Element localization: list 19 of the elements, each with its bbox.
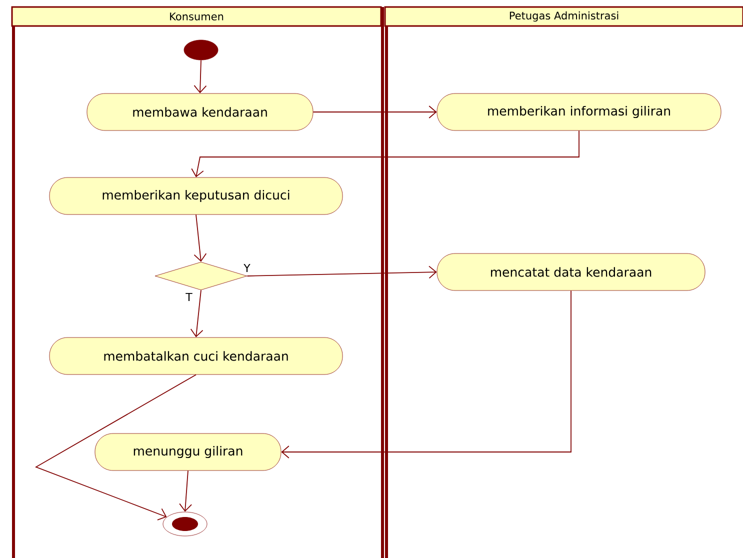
activity-box: menunggu giliran bbox=[94, 433, 282, 471]
end-node bbox=[162, 512, 208, 536]
activity-box: mencatat data kendaraan bbox=[436, 253, 706, 291]
activity-box: membatalkan cuci kendaraan bbox=[49, 337, 343, 375]
arrow bbox=[179, 470, 192, 512]
arrow bbox=[246, 266, 437, 279]
arrow bbox=[312, 106, 437, 118]
arrow bbox=[194, 214, 207, 262]
arrow bbox=[34, 374, 196, 520]
arrow bbox=[190, 290, 204, 338]
arrow bbox=[281, 290, 572, 458]
arrow bbox=[194, 60, 207, 94]
edge-label: Y bbox=[243, 264, 251, 273]
activity-box: memberikan informasi giliran bbox=[436, 93, 722, 131]
edge-label: T bbox=[185, 292, 193, 302]
start-node bbox=[184, 40, 218, 60]
arrow bbox=[191, 130, 580, 178]
activity-box: memberikan keputusan dicuci bbox=[49, 177, 343, 215]
activity-box: membawa kendaraan bbox=[86, 93, 314, 131]
